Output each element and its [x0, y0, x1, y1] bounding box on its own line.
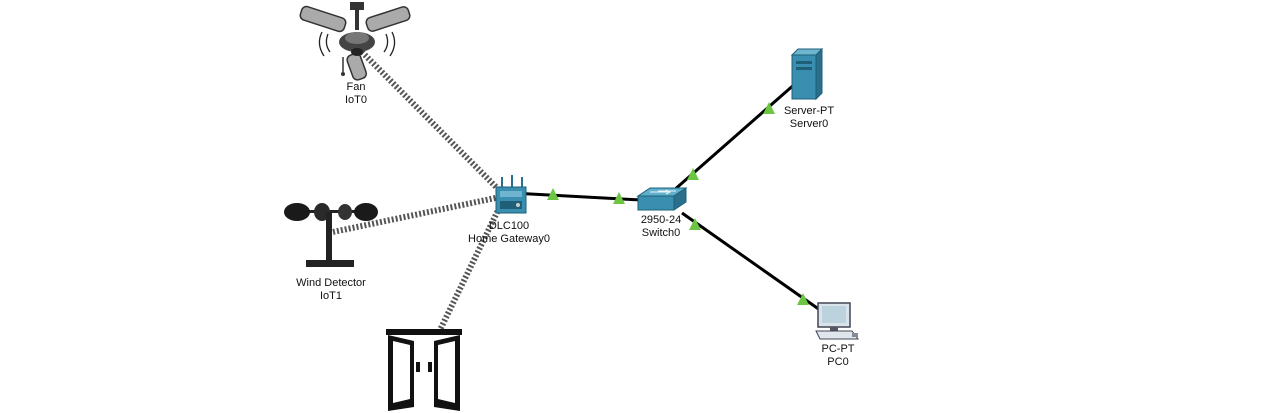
device-model: Wind Detector — [296, 277, 366, 289]
link-up-indicator — [547, 188, 559, 200]
cable-gateway-switch[interactable] — [511, 191, 661, 203]
link-up-indicator — [687, 168, 699, 180]
device-label-switch: 2950-24 Switch0 — [641, 214, 681, 240]
device-fan[interactable] — [298, 2, 413, 81]
device-label-wind: Wind Detector IoT1 — [296, 277, 366, 303]
device-server[interactable] — [790, 47, 824, 101]
device-name: Switch0 — [641, 227, 681, 239]
device-switch[interactable] — [636, 186, 688, 214]
device-door[interactable] — [386, 327, 464, 411]
home-gateway-icon — [495, 175, 527, 214]
link-up-indicator — [613, 192, 625, 204]
device-model: Server-PT — [783, 105, 835, 117]
link-up-indicator — [763, 102, 775, 114]
device-label-fan: Fan IoT0 — [345, 81, 367, 107]
anemometer-icon — [284, 203, 378, 267]
device-name: IoT0 — [344, 94, 368, 106]
ceiling-fan-icon — [299, 2, 411, 81]
link-up-indicator — [689, 218, 701, 230]
door-icon — [386, 329, 462, 411]
device-label-pc: PC-PT PC0 — [822, 343, 855, 369]
device-home-gateway[interactable] — [494, 175, 528, 215]
device-name: IoT1 — [319, 290, 343, 302]
wireless-link-wind[interactable] — [332, 193, 506, 235]
wireless-link-fan[interactable] — [359, 49, 508, 199]
server-icon — [790, 47, 824, 101]
device-name: PC0 — [827, 356, 849, 368]
link-up-indicator — [797, 293, 809, 305]
device-model: 2950-24 — [640, 214, 682, 226]
switch-icon — [636, 187, 688, 211]
device-wind-detector[interactable] — [282, 202, 380, 272]
device-model: DLC100 — [488, 220, 530, 232]
device-label-server: Server-PT Server0 — [784, 105, 834, 131]
device-model: Fan — [346, 81, 366, 93]
device-label-gateway: DLC100 Home Gateway0 — [468, 220, 550, 246]
wireless-link-door[interactable] — [436, 194, 508, 334]
device-model: PC-PT — [821, 343, 855, 355]
device-name: Home Gateway0 — [468, 233, 550, 245]
device-name: Server0 — [789, 118, 829, 130]
device-pc[interactable] — [814, 302, 862, 341]
cable-switch-pc[interactable] — [681, 211, 821, 312]
pc-icon — [815, 302, 859, 340]
